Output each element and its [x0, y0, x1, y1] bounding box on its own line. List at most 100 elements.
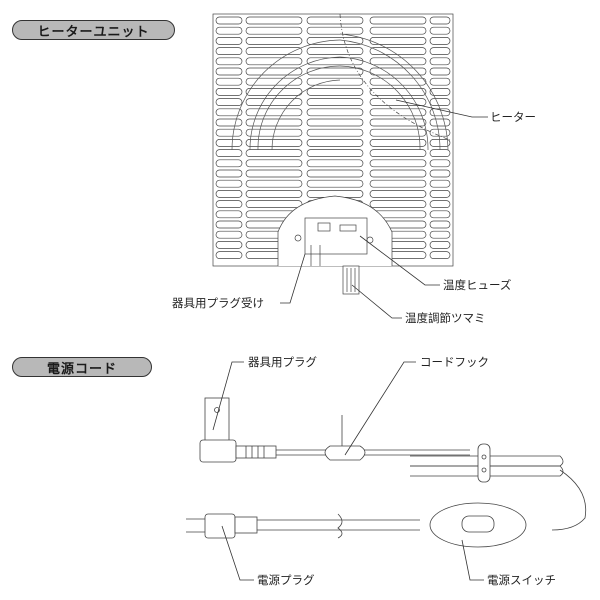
- grille-slot: [429, 241, 451, 249]
- grille-slot: [215, 149, 243, 157]
- grille-slot: [215, 77, 243, 86]
- appliance-plug-base: [199, 439, 237, 463]
- grille-slot: [306, 169, 364, 178]
- leader-lines: [212, 361, 484, 581]
- grille-slot: [245, 190, 303, 198]
- grille-slot: [215, 159, 243, 168]
- grille-slot: [306, 77, 364, 86]
- cutaway-line: [339, 13, 451, 141]
- grille-slot: [369, 200, 427, 208]
- grille-slot: [306, 67, 364, 76]
- grille-slot: [245, 57, 303, 66]
- grille-slot: [369, 149, 427, 157]
- power-cord-illustration: [186, 361, 587, 581]
- grille-slot: [306, 128, 364, 137]
- grille-slot: [215, 230, 243, 239]
- cord-hook: [324, 445, 366, 461]
- grille-slot: [369, 26, 427, 35]
- appliance-plug-body: [204, 397, 230, 447]
- grille-slot: [215, 37, 243, 45]
- grille-slot: [245, 200, 303, 208]
- grille-slot: [429, 77, 451, 86]
- grille-slot: [369, 57, 427, 66]
- grille-slot: [429, 159, 451, 168]
- grille-slot: [215, 169, 243, 178]
- grille-slot: [369, 190, 427, 198]
- grille-slot: [369, 128, 427, 137]
- grille-slot: [215, 200, 243, 208]
- grille-slot: [245, 128, 303, 137]
- grille-slot: [429, 26, 451, 35]
- grille-slot: [245, 26, 303, 35]
- grille-slot: [429, 98, 451, 106]
- grille-slot: [429, 251, 451, 259]
- grille-slot: [369, 98, 427, 106]
- grille-slot: [215, 179, 243, 188]
- cord-clip: [477, 443, 491, 483]
- control-box: [304, 217, 368, 255]
- grille-slot: [369, 88, 427, 96]
- grille-slot: [306, 108, 364, 117]
- grille-slot: [429, 190, 451, 198]
- grille-slot: [215, 88, 243, 96]
- grille-slot: [369, 179, 427, 188]
- grille-slot: [429, 57, 451, 66]
- grille-slot: [429, 16, 451, 25]
- grille-slot: [215, 118, 243, 127]
- grille-slot: [306, 179, 364, 188]
- grille-slot: [429, 169, 451, 178]
- grille-slot: [215, 139, 243, 147]
- grille-slot: [306, 98, 364, 106]
- grille-slot: [369, 37, 427, 45]
- grille-slot: [429, 230, 451, 239]
- grille-slot: [215, 67, 243, 76]
- grille-slot: [245, 118, 303, 127]
- leader-power-switch: [461, 539, 484, 581]
- grille-slot: [245, 159, 303, 168]
- grille-slot: [369, 67, 427, 76]
- grille-slot: [215, 47, 243, 55]
- grille-slot: [429, 37, 451, 45]
- label-power-plug: 電源プラグ: [257, 573, 315, 587]
- grille-slot: [369, 118, 427, 127]
- label-power-switch: 電源スイッチ: [487, 573, 556, 587]
- grille-slot: [245, 37, 303, 45]
- power-plug: [186, 513, 258, 539]
- label-heater: ヒーター: [490, 110, 536, 124]
- label-cord-hook: コードフック: [420, 355, 489, 369]
- leader-power-plug: [221, 525, 254, 581]
- grille-slot: [215, 98, 243, 106]
- grille-slot: [215, 57, 243, 66]
- grille-slot: [429, 179, 451, 188]
- grille-slot: [215, 26, 243, 35]
- grille-slot: [369, 169, 427, 178]
- cord-bundle: [410, 443, 564, 483]
- grille-slot: [429, 128, 451, 137]
- grille-slot: [245, 108, 303, 117]
- grille-slot: [245, 169, 303, 178]
- strain-relief-spring: [235, 445, 277, 459]
- grille-slot: [369, 139, 427, 147]
- leader-lines: [280, 99, 488, 319]
- cord-break-mark: [337, 513, 343, 539]
- cord-loop: [551, 469, 587, 531]
- grille-slot: [215, 16, 243, 25]
- screw-right: [366, 236, 374, 244]
- grille-slot: [306, 149, 364, 157]
- grille-slot: [306, 37, 364, 45]
- grille-slot: [215, 251, 243, 259]
- appliance-plug-mark: [214, 407, 220, 413]
- grille-slot: [215, 241, 243, 249]
- grille-slot: [429, 67, 451, 76]
- grille-slot: [429, 210, 451, 219]
- grille-slot: [306, 47, 364, 55]
- grille-slot: [306, 16, 364, 25]
- grille-slot: [429, 118, 451, 127]
- grille-slot: [245, 139, 303, 147]
- grille-slot: [245, 67, 303, 76]
- grille-slot: [306, 139, 364, 147]
- grille-slot: [245, 77, 303, 86]
- label-thermal-fuse: 温度ヒューズ: [443, 278, 512, 292]
- grille-slot: [306, 88, 364, 96]
- thermal-fuse-part: [317, 222, 331, 232]
